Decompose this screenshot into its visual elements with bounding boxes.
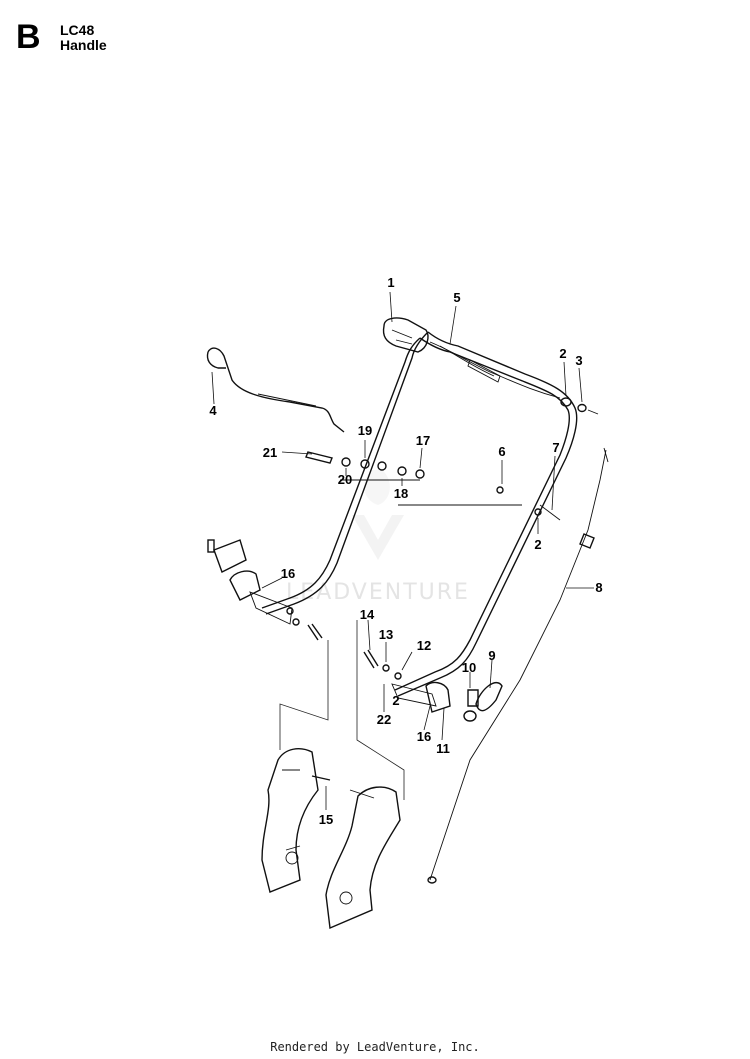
callout-10: 10: [462, 660, 476, 675]
callout-15: 15: [319, 812, 333, 827]
callout-8: 8: [595, 580, 602, 595]
callout-16b: 16: [417, 729, 431, 744]
left-handle-bracket: [207, 539, 323, 641]
callout-7: 7: [552, 440, 559, 455]
callout-19: 19: [358, 423, 372, 438]
page-title: Handle: [60, 37, 107, 53]
callout-4: 4: [209, 403, 217, 418]
bolts-middle: [496, 486, 561, 521]
cable-clip-fasteners: [305, 451, 425, 479]
callout-13: 13: [379, 627, 393, 642]
exploded-view-boxes: [279, 620, 405, 800]
lower-mounting-brackets: [261, 748, 401, 930]
handle-bar: [261, 331, 578, 697]
footer-credit: Rendered by LeadVenture, Inc.: [270, 1040, 480, 1054]
callout-2c: 2: [392, 693, 399, 708]
callout-6: 6: [498, 444, 505, 459]
callout-3: 3: [575, 353, 582, 368]
cable-harness: [429, 341, 561, 399]
washer-nut-upper: [560, 397, 599, 415]
callout-17: 17: [416, 433, 430, 448]
callout-2b: 2: [534, 537, 541, 552]
right-handle-bracket: [363, 649, 503, 722]
callout-12: 12: [417, 638, 431, 653]
callout-21: 21: [263, 445, 277, 460]
callout-11: 11: [436, 741, 450, 756]
callout-20: 20: [338, 472, 352, 487]
callout-5: 5: [453, 290, 460, 305]
bail-lever: [206, 347, 345, 433]
section-letter: B: [16, 18, 41, 56]
leader-lines: [211, 291, 594, 810]
callout-2: 2: [559, 346, 566, 361]
callouts: 1 5 2 3 4 19 17 21 20 18 6 7 2 8 16 14 1…: [209, 275, 602, 827]
callout-16: 16: [281, 566, 295, 581]
watermark-logo: [352, 470, 404, 560]
drive-cable: [427, 447, 609, 884]
model-name: LC48: [60, 22, 95, 38]
callout-1: 1: [387, 275, 394, 290]
callout-18: 18: [394, 486, 408, 501]
control-grip: [382, 317, 429, 353]
callout-9: 9: [488, 648, 495, 663]
callout-22: 22: [377, 712, 391, 727]
callout-14: 14: [360, 607, 375, 622]
